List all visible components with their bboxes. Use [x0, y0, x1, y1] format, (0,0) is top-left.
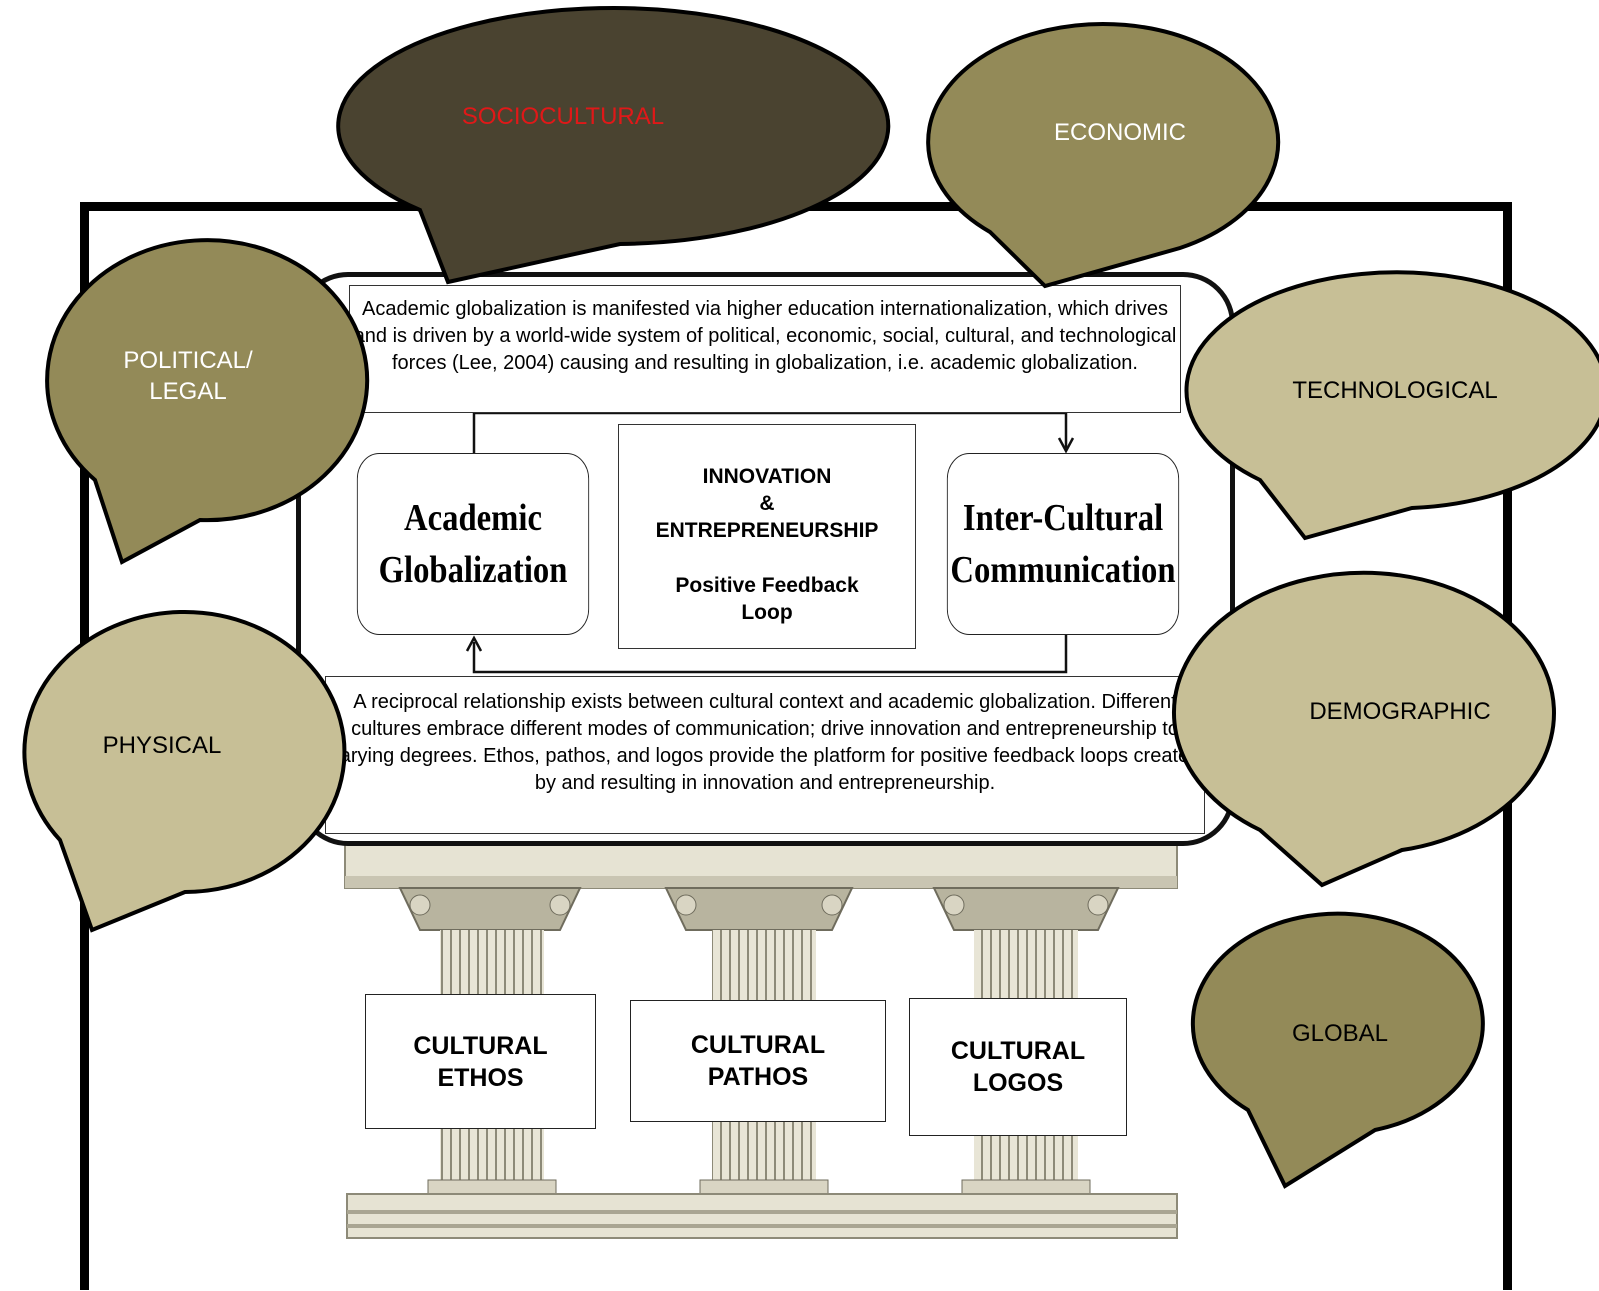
economic-label: ECONOMIC: [1054, 119, 1186, 146]
bubble-physical: [22, 610, 347, 933]
demographic-label: DEMOGRAPHIC: [1309, 698, 1491, 725]
physical-label: PHYSICAL: [102, 732, 222, 759]
bubble-political-legal: [45, 238, 370, 565]
political-legal-label: POLITICAL/ LEGAL: [123, 347, 253, 405]
center-line-2: &: [759, 492, 775, 515]
arrowhead-up-icon: [465, 635, 483, 652]
center-line-4: Positive Feedback Loop: [675, 574, 859, 624]
center-line-3: ENTREPRENEURSHIP: [655, 519, 879, 542]
capital-left: [398, 887, 582, 931]
center-line-1: INNOVATION: [702, 465, 832, 488]
arrowhead-down-icon: [1057, 437, 1075, 454]
global-label: GLOBAL: [1291, 1020, 1389, 1047]
intercultural-communication-box: Inter-Cultural Communication: [946, 453, 1180, 635]
pillar-label-ethos: CULTURAL ETHOS: [365, 994, 596, 1129]
bubble-global: [1190, 911, 1485, 1189]
bubble-demographic: [1172, 570, 1556, 888]
bubble-economic: [926, 21, 1281, 289]
academic-globalization-box: Academic Globalization: [356, 453, 590, 635]
bottom-description-box: A reciprocal relationship exists between…: [325, 676, 1205, 834]
capital-middle: [664, 887, 854, 931]
pillar-label-logos: CULTURAL LOGOS: [909, 998, 1127, 1136]
loop-arrow-bottom: [472, 635, 1068, 674]
capital-right: [932, 887, 1120, 931]
innovation-entrepreneurship-box: INNOVATION & ENTREPRENEURSHIP Positive F…: [618, 424, 916, 649]
bubble-sociocultural: [336, 6, 891, 285]
loop-arrow-top: [472, 411, 1068, 453]
sociocultural-label: SOCIOCULTURAL: [461, 103, 665, 130]
stylobate: [346, 1193, 1178, 1239]
technological-label: TECHNOLOGICAL: [1292, 377, 1498, 404]
top-description-box: Academic globalization is manifested via…: [349, 285, 1181, 413]
pillar-label-pathos: CULTURAL PATHOS: [630, 1000, 886, 1122]
bubble-technological: [1184, 270, 1599, 541]
